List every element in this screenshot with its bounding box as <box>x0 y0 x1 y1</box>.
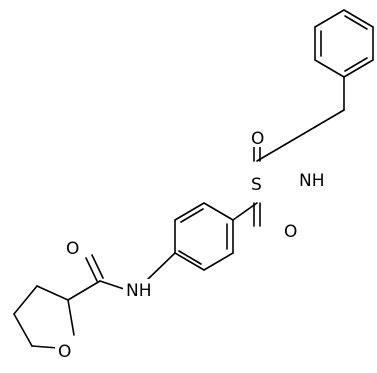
atom-oxygen-sulfonyl-bottom: O <box>281 220 301 242</box>
atom-labels: NH S O O NH O O <box>55 127 326 362</box>
bond-phenyl-6 <box>314 9 345 28</box>
bond-aryl-5 <box>174 202 205 221</box>
bond-aryl-2 <box>203 252 234 271</box>
atom-label-sulfur: S <box>251 175 262 195</box>
bond-n-s <box>256 143 287 162</box>
atom-nh-amide: NH <box>123 279 153 301</box>
bond-ethyl-3 <box>285 126 316 145</box>
atom-label-nh-amide: NH <box>126 281 152 301</box>
atom-sulfur: S <box>248 172 266 195</box>
bond-nh-carbonyl <box>99 280 125 290</box>
atom-label-oxygen-sulfonyl-bottom: O <box>284 222 297 242</box>
bond-aryl-3 <box>174 252 205 271</box>
bond-ethyl-2 <box>314 109 345 128</box>
bond-c-o-double-b <box>91 254 104 279</box>
atom-label-nh-sulfonamide: NH <box>299 171 325 191</box>
bond-s-aryl <box>232 202 258 221</box>
atom-oxygen-sulfonyl-top: O <box>247 127 267 149</box>
bond-thf-1 <box>36 285 69 301</box>
bond-phenyl-inner-1 <box>344 15 368 30</box>
atom-oxygen-carbonyl: O <box>63 237 83 259</box>
bond-thf-4 <box>31 345 59 349</box>
bond-thf-5 <box>67 299 75 336</box>
bond-thf-2 <box>13 285 38 315</box>
bond-c-o-double-a <box>85 257 98 282</box>
atom-nh-sulfonamide: NH <box>296 168 326 191</box>
bond-phenyl-inner-2 <box>344 57 368 72</box>
bond-phenyl-1 <box>343 9 374 28</box>
atom-label-oxygen-ring: O <box>58 342 71 362</box>
atom-label-oxygen-sulfonyl-top: O <box>251 129 264 149</box>
atom-label-oxygen-carbonyl: O <box>66 239 79 259</box>
bond-aryl-inner-3 <box>180 208 204 223</box>
bond-thf-3 <box>13 313 33 347</box>
bond-phenyl-4 <box>314 59 345 78</box>
bond-aryl-6 <box>203 202 234 221</box>
bond-phenyl-3 <box>343 59 374 78</box>
bond-carbonyl-thf <box>67 280 101 301</box>
atom-oxygen-ring: O <box>55 341 75 362</box>
bond-aryl-nh <box>145 252 176 282</box>
bond-aryl-inner-2 <box>178 250 202 265</box>
